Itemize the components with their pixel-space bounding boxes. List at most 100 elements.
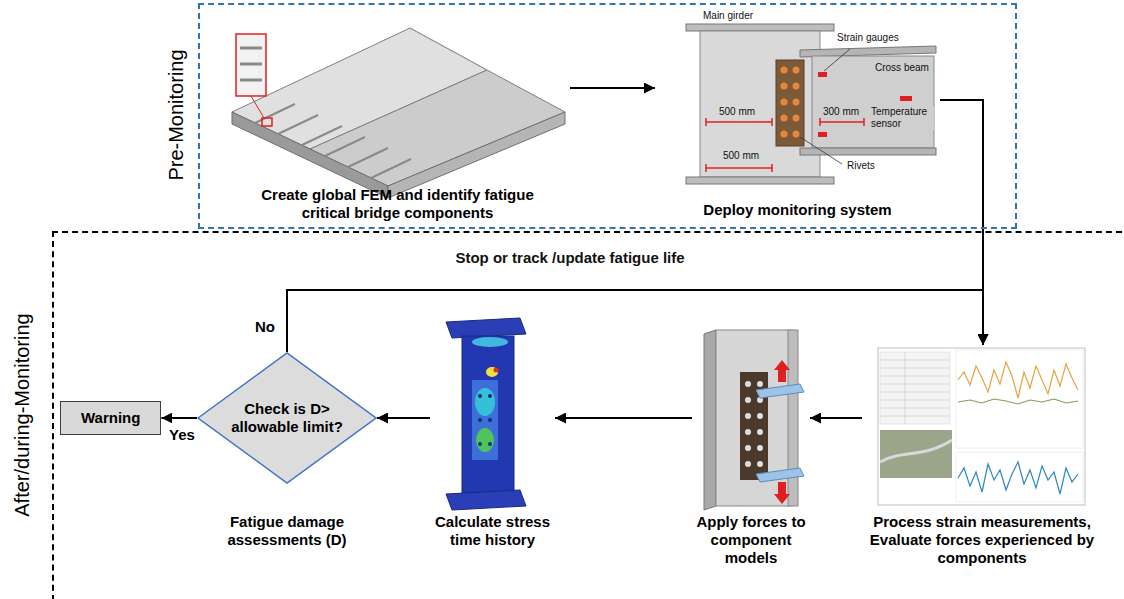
flow-arrow <box>555 417 692 419</box>
illustration-part <box>793 99 800 106</box>
edge-label: Yes <box>167 426 197 444</box>
illustration-part <box>756 468 804 482</box>
decision-diamond: Check is D> allowable limit?Fatigue dama… <box>197 352 377 549</box>
part-label: 300 mm <box>822 106 860 118</box>
illustration-part <box>478 394 482 398</box>
illustration-part <box>905 352 906 424</box>
picture-space <box>862 345 1102 513</box>
illustration-part <box>880 400 950 401</box>
illustration-part <box>745 397 751 403</box>
illustration-part <box>781 99 788 106</box>
illustration-part <box>793 83 800 90</box>
part-label: Main girder <box>702 10 754 22</box>
illustration-part <box>800 148 936 155</box>
part-label: Temperature sensor <box>870 106 934 130</box>
warning-box: Warning <box>60 401 161 435</box>
illustration-part <box>251 96 264 118</box>
stage-label: After/during-Monitoring <box>10 313 34 516</box>
illustration-part <box>757 445 763 451</box>
illustration-part <box>278 115 318 134</box>
illustration-part <box>771 118 773 126</box>
illustration-part <box>880 416 950 417</box>
step-caption: Calculate stress time history <box>430 513 555 549</box>
loop-note: Stop or track /update fatigue life <box>454 249 685 267</box>
part-label: Rivets <box>846 160 876 172</box>
illustration-part <box>771 164 773 172</box>
illustration-part <box>958 462 1078 494</box>
illustration-part <box>686 24 834 31</box>
illustration-part <box>781 115 788 122</box>
flow-arrow <box>940 100 983 345</box>
illustration-part <box>757 381 763 387</box>
illustration-part <box>880 392 950 393</box>
illustration-part <box>706 167 772 169</box>
illustration-part <box>880 440 952 462</box>
illustration-part <box>793 131 800 138</box>
illustration-part <box>774 360 790 382</box>
illustration-part <box>781 67 788 74</box>
illustration-part <box>686 177 834 184</box>
illustration-part <box>781 83 788 90</box>
illustration-part <box>348 148 388 167</box>
illustration-part <box>757 429 763 435</box>
illustration-part <box>800 137 842 164</box>
illustration-part <box>446 490 526 510</box>
illustration-part <box>478 418 482 422</box>
illustration-part <box>488 418 492 422</box>
step-caption: Deploy monitoring system <box>658 201 938 219</box>
part-label: Strain gauges <box>836 32 900 44</box>
illustration-part <box>472 380 498 460</box>
warning-text: Warning <box>81 409 140 427</box>
step-caption: Apply forces to component models <box>694 513 809 567</box>
illustration-part <box>236 34 266 96</box>
process-step: Calculate stress time history <box>430 318 555 549</box>
illustration-part <box>240 79 262 82</box>
illustration-part <box>880 360 950 361</box>
illustration-part <box>262 118 272 126</box>
monitoring-setup <box>686 24 936 184</box>
illustration-part <box>819 118 821 126</box>
flow-arrow <box>161 417 197 419</box>
illustration-part <box>240 63 262 66</box>
illustration-part <box>371 159 411 178</box>
illustration-part <box>958 362 1078 398</box>
illustration-part <box>824 49 850 71</box>
illustration-part <box>478 442 482 446</box>
illustration-part <box>757 461 763 467</box>
illustration-part <box>488 442 492 446</box>
illustration-part <box>410 28 487 70</box>
illustration-part <box>756 384 804 398</box>
illustration-part <box>232 112 388 198</box>
illustration-part <box>958 399 1078 404</box>
illustration-part <box>302 126 342 145</box>
illustration-part <box>880 352 950 424</box>
illustration-part <box>776 60 804 146</box>
step-caption: Create global FEM and identify fatigue c… <box>248 186 548 222</box>
illustration-part <box>880 376 950 377</box>
illustration-part <box>880 384 950 385</box>
illustration-part <box>745 461 751 467</box>
picture-space <box>692 330 810 513</box>
flow-arrow <box>570 87 655 89</box>
illustration-part <box>740 372 768 480</box>
picture-space <box>225 22 570 186</box>
illustration-part <box>793 67 800 74</box>
illustration-part <box>475 388 495 416</box>
component-force-model <box>704 330 804 510</box>
stage-label: Pre-Monitoring <box>164 49 188 180</box>
illustration-part <box>745 445 751 451</box>
decision-text: Check is D> allowable limit? <box>222 400 352 436</box>
illustration-part <box>472 337 508 347</box>
illustration-part <box>706 121 772 123</box>
illustration-part <box>476 428 494 452</box>
stress-result-model <box>446 318 526 510</box>
illustration-part <box>325 137 365 156</box>
illustration-part <box>704 330 716 510</box>
illustration-part <box>781 131 788 138</box>
illustration-part <box>486 367 498 377</box>
illustration-part <box>240 47 262 50</box>
illustration-part <box>818 132 827 137</box>
illustration-part <box>820 121 864 123</box>
illustration-part <box>863 118 865 126</box>
